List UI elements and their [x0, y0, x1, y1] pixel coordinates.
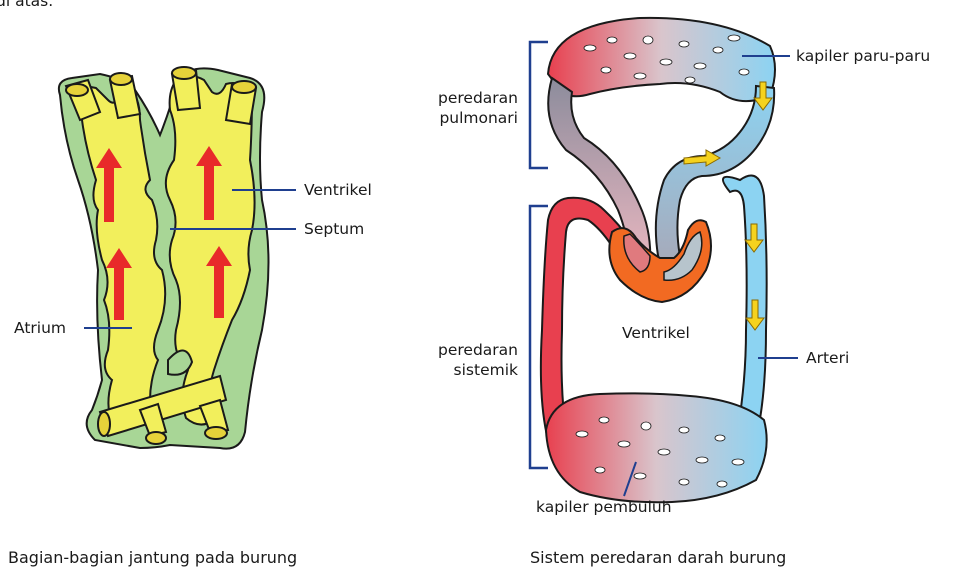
circulation-illustration	[541, 18, 775, 502]
top-text-fragment: di atas.	[0, 0, 53, 10]
label-arteri: Arteri	[806, 349, 849, 367]
label-kapiler-paru: kapiler paru-paru	[796, 47, 930, 65]
vessel-capillary-bed	[546, 393, 767, 502]
bird-heart-illustration	[59, 67, 269, 449]
label-ventrikel-left: Ventrikel	[304, 181, 372, 199]
label-systemic-line1: peredaran	[438, 341, 518, 359]
left-caption: Bagian-bagian jantung pada burung	[8, 548, 297, 567]
artery-path	[723, 176, 767, 430]
label-pulmonary-line1: peredaran	[438, 89, 518, 107]
right-caption: Sistem peredaran darah burung	[530, 548, 786, 567]
label-systemic-line2: sistemik	[454, 361, 518, 379]
label-atrium: Atrium	[14, 319, 66, 337]
label-kapiler-pembuluh: kapiler pembuluh	[536, 498, 672, 516]
label-pulmonary-line2: pulmonari	[439, 109, 518, 127]
label-ventrikel-right: Ventrikel	[622, 324, 690, 342]
lung-capillary-bed	[548, 18, 775, 101]
label-septum: Septum	[304, 220, 364, 238]
pulmonary-bracket	[530, 42, 548, 168]
